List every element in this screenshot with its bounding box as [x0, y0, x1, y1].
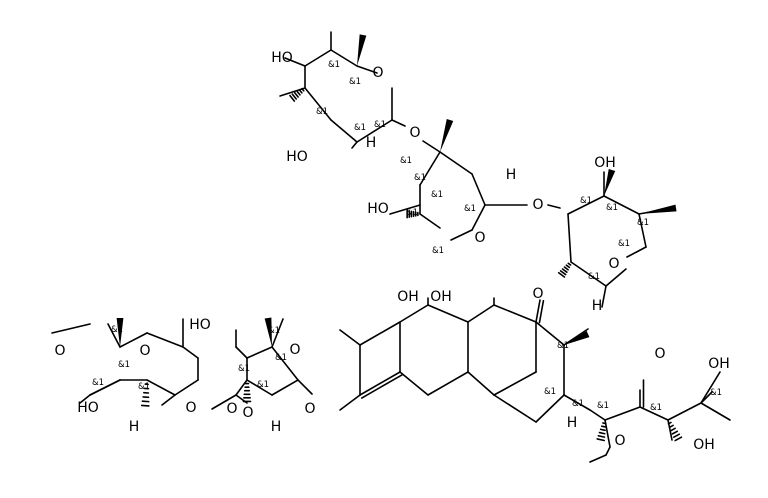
atom-label: OH — [594, 155, 616, 171]
stereo-descriptor: &1 — [328, 60, 340, 70]
stereo-descriptor: &1 — [349, 77, 361, 87]
stereo-descriptor: &1 — [557, 341, 569, 351]
atom-label: O — [409, 125, 420, 141]
stereo-descriptor: &1 — [414, 173, 426, 183]
atom-label: HO — [189, 317, 211, 333]
atom-label: O — [608, 256, 619, 272]
atom-label: O — [226, 401, 237, 417]
hash-bonds — [140, 87, 683, 442]
stereo-descriptor: &1 — [572, 399, 584, 409]
stereo-descriptor: &1 — [588, 272, 600, 282]
atom-label: H — [271, 419, 282, 435]
atom-label: OH — [708, 356, 730, 372]
atom-label: O — [614, 433, 625, 449]
stereo-descriptor: &1 — [650, 403, 662, 413]
atom-label: H — [129, 419, 140, 435]
stereo-descriptor: &1 — [316, 107, 328, 117]
atom-label: O — [532, 197, 543, 213]
stereo-descriptor: &1 — [354, 123, 366, 133]
atom-label: OH — [693, 437, 715, 453]
stereo-descriptor: &1 — [275, 353, 287, 363]
stereo-descriptor: &1 — [432, 246, 444, 256]
bond-lines — [51, 31, 731, 463]
stereo-descriptor: &1 — [544, 387, 556, 397]
atom-label: OH — [430, 289, 452, 305]
atom-label: O — [139, 343, 150, 359]
atom-label: O — [372, 65, 383, 81]
stereo-descriptor: &1 — [238, 364, 250, 374]
wedge-bonds — [116, 34, 677, 347]
stereo-descriptor: &1 — [111, 325, 123, 335]
stereo-descriptor: &1 — [618, 239, 630, 249]
stereo-descriptor: &1 — [92, 378, 104, 388]
atom-label: O — [532, 286, 543, 302]
atom-label: H — [506, 167, 517, 183]
atom-label: O — [185, 400, 196, 416]
stereo-descriptor: &1 — [710, 388, 722, 398]
atom-label: H — [567, 415, 578, 431]
atom-label: O — [289, 342, 300, 358]
stereo-descriptor: &1 — [257, 380, 269, 390]
stereo-descriptor: &1 — [464, 204, 476, 214]
stereo-descriptor: &1 — [118, 360, 130, 370]
stereo-descriptor: &1 — [606, 203, 618, 213]
stereo-descriptor: &1 — [138, 382, 150, 392]
stereo-descriptor: &1 — [431, 190, 443, 200]
atom-label: HO — [77, 400, 99, 416]
atom-label: HO — [367, 201, 389, 217]
atom-label: H — [366, 135, 377, 151]
atom-label: OH — [397, 289, 419, 305]
stereo-descriptor: &1 — [374, 120, 386, 130]
atom-label: O — [242, 405, 253, 421]
stereo-markers: &1&1&1&1&1&1&1&1&1&1&1&1&1&1&1&1&1&1&1&1… — [92, 60, 722, 413]
stereo-descriptor: &1 — [637, 218, 649, 228]
atom-label: O — [304, 401, 315, 417]
stereo-descriptor: &1 — [597, 401, 609, 411]
stereo-descriptor: &1 — [400, 156, 412, 166]
atom-label: HO — [271, 50, 293, 66]
stereo-descriptor: &1 — [580, 196, 592, 206]
atom-label: HO — [286, 149, 308, 165]
atom-label: O — [474, 230, 485, 246]
stereo-descriptor: &1 — [268, 326, 280, 336]
atom-label: O — [654, 346, 665, 362]
atom-label: O — [54, 343, 65, 359]
atom-label: H — [592, 298, 603, 314]
stereo-descriptor: &1 — [406, 208, 418, 218]
